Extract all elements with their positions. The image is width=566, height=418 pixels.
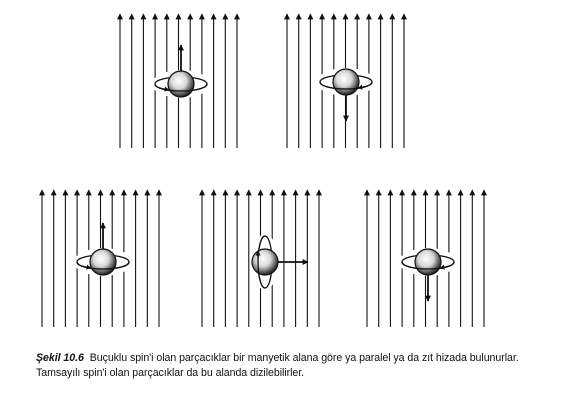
orbit-front (257, 235, 266, 289)
rotation-arrow (158, 86, 170, 92)
orbit-front (154, 83, 208, 92)
particle-sphere (414, 248, 442, 276)
figure-label: Şekil 10.6 (36, 352, 84, 364)
caption-text: Buçuklu spin'i olan parçacıklar bir many… (36, 352, 519, 379)
particle-sphere (167, 70, 195, 98)
rotation-arrow (439, 264, 451, 270)
figure-caption: Şekil 10.6 Buçuklu spin'i olan parçacıkl… (36, 351, 536, 380)
panel-bottom-middle (199, 189, 322, 327)
particle-sphere (332, 68, 360, 96)
orbit-front (319, 81, 373, 90)
panel-bottom-right (364, 189, 487, 327)
particle-sphere (251, 248, 279, 276)
spin-figure (39, 13, 487, 327)
orbit-front (76, 261, 130, 270)
orbit-front (401, 261, 455, 270)
rotation-arrow (80, 264, 92, 270)
rotation-arrow (357, 84, 369, 90)
panel-top-right (284, 13, 407, 148)
panel-bottom-left (39, 189, 162, 327)
panel-top-left (117, 13, 240, 148)
particle-sphere (89, 248, 117, 276)
